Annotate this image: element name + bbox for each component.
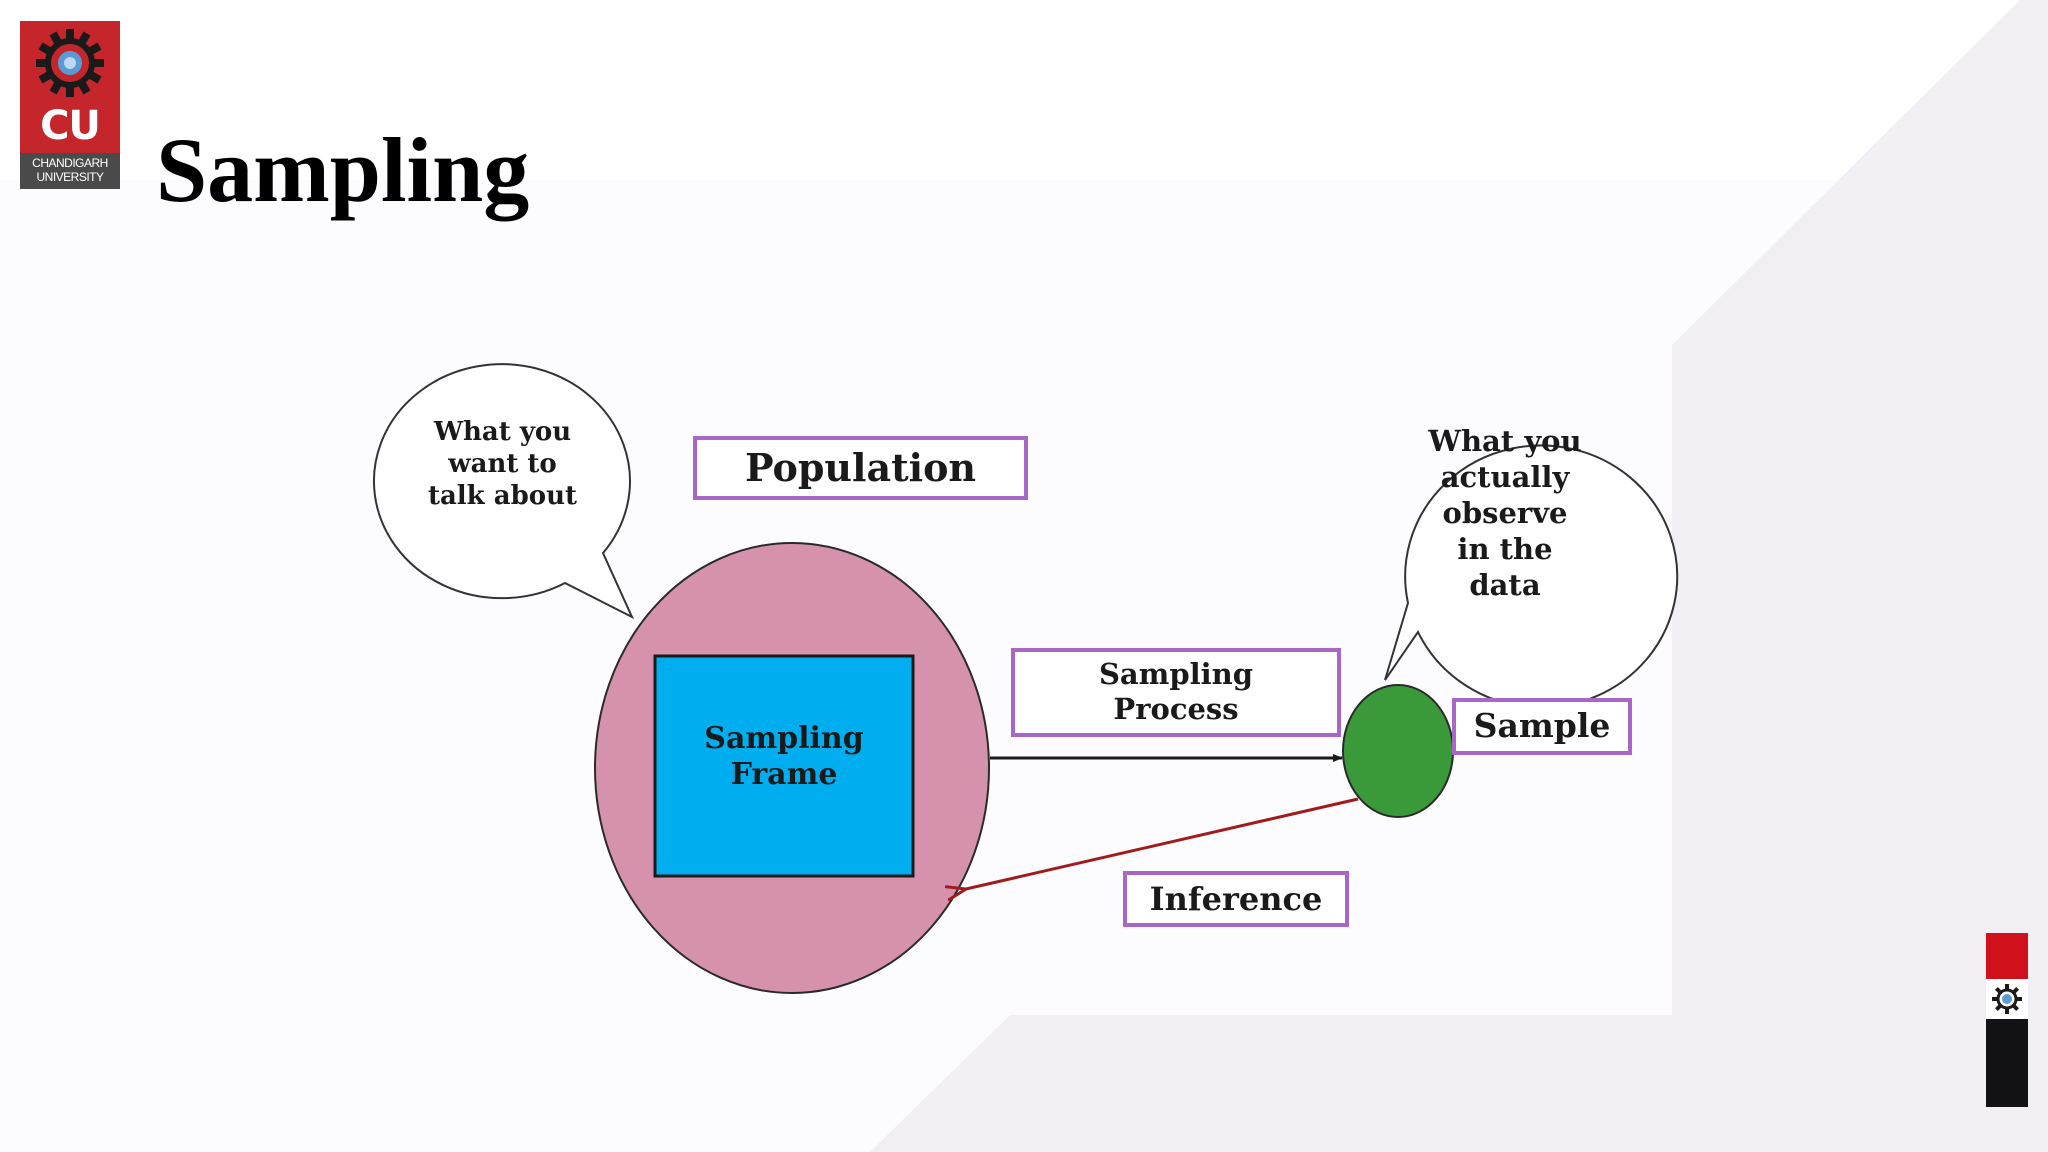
population-label-box bbox=[693, 436, 1028, 500]
population-label: Population bbox=[744, 445, 977, 490]
inference-arrow bbox=[966, 797, 1359, 889]
logo-abbreviation: CU bbox=[40, 103, 101, 149]
gear-icon bbox=[1986, 979, 2028, 1019]
inference-label: Inference bbox=[1149, 880, 1323, 918]
sample-circle bbox=[1342, 684, 1454, 818]
process-label-box bbox=[1011, 648, 1341, 737]
corner-red-block bbox=[1986, 933, 2028, 979]
corner-black-block bbox=[1986, 1019, 2028, 1107]
frame-label-line1: Sampling bbox=[704, 721, 864, 756]
bubble-left-line2: want to bbox=[448, 449, 557, 479]
bubble-right-line1: What you bbox=[1428, 424, 1582, 458]
bubble-left-line1: What you bbox=[433, 417, 572, 447]
bubble-left-line3: talk about bbox=[427, 481, 578, 511]
sample-label: Sample bbox=[1473, 706, 1611, 745]
logo-name-band: CHANDIGARH UNIVERSITY bbox=[20, 153, 120, 189]
corner-brand-mark bbox=[1986, 933, 2028, 1107]
logo-name-line2: UNIVERSITY bbox=[36, 170, 104, 184]
process-label-line2: Process bbox=[1113, 692, 1239, 726]
bubble-right-line3: observe bbox=[1442, 496, 1568, 530]
process-label-line1: Sampling bbox=[1098, 657, 1254, 691]
sampling-frame-box bbox=[653, 654, 915, 878]
speech-bubble-left bbox=[372, 363, 635, 620]
frame-label-line2: Frame bbox=[730, 757, 838, 792]
page-title: Sampling bbox=[156, 119, 530, 221]
sample-label-box bbox=[1452, 698, 1632, 755]
bubble-right-line5: data bbox=[1469, 568, 1541, 602]
logo-name-line1: CHANDIGARH bbox=[32, 156, 108, 170]
gear-emblem-icon bbox=[36, 29, 104, 97]
bubble-right-line4: in the bbox=[1457, 532, 1553, 566]
bubble-right-line2: actually bbox=[1440, 460, 1570, 494]
inference-label-box bbox=[1123, 871, 1349, 927]
university-logo: CU CHANDIGARH UNIVERSITY bbox=[20, 21, 120, 189]
